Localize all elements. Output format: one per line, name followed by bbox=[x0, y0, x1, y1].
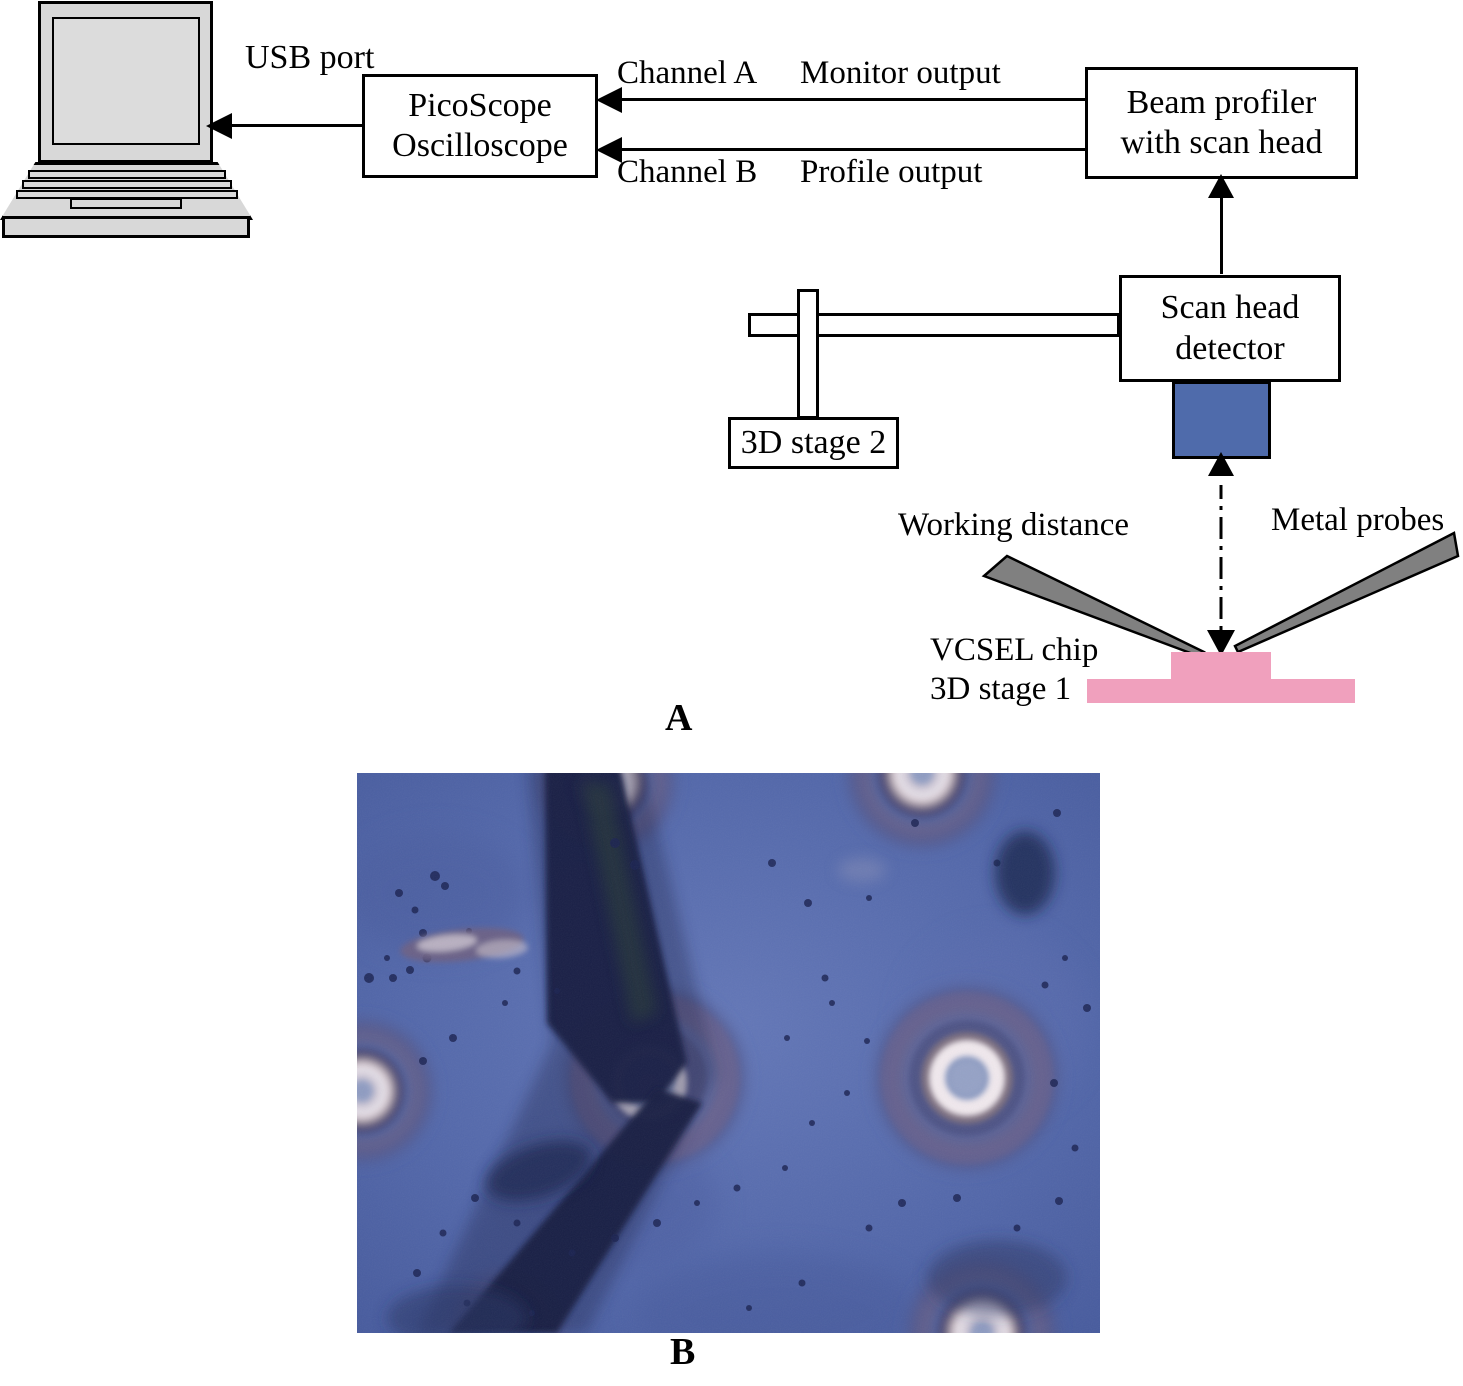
vcsel-chip-shape bbox=[1171, 652, 1271, 679]
channel-b-label: Channel B bbox=[617, 154, 758, 190]
channel-b-arrow-head-icon bbox=[596, 137, 622, 163]
picoscope-oscilloscope-box: PicoScope Oscilloscope bbox=[362, 74, 598, 178]
monitor-output-label: Monitor output bbox=[800, 55, 1001, 91]
vcsel-chip-label: VCSEL chip bbox=[930, 632, 1099, 668]
usb-arrow-head-icon bbox=[206, 113, 232, 139]
channel-a-label: Channel A bbox=[617, 55, 758, 91]
panel-b-letter: B bbox=[670, 1331, 696, 1373]
stage2-box: 3D stage 2 bbox=[728, 417, 899, 469]
stage1-shape bbox=[1087, 679, 1355, 703]
laptop-base-front bbox=[2, 216, 250, 238]
beam-up-arrow-head-icon bbox=[1208, 452, 1234, 476]
profile-output-label: Profile output bbox=[800, 154, 983, 190]
scan-head-detector-box: Scan head detector bbox=[1119, 275, 1341, 382]
stage2-vertical-post bbox=[797, 289, 819, 419]
beam-down-arrow-head-icon bbox=[1207, 630, 1235, 656]
channel-a-arrow-head-icon bbox=[596, 87, 622, 113]
microscope-image bbox=[357, 773, 1100, 1333]
panel-b: B bbox=[0, 740, 1463, 1386]
channel-a-signal-line bbox=[622, 98, 1087, 101]
laptop-computer bbox=[0, 0, 270, 245]
detector-sensor-block bbox=[1172, 381, 1271, 459]
working-distance-label: Working distance bbox=[898, 507, 1130, 543]
keyboard-row bbox=[22, 180, 232, 189]
panel-a-letter: A bbox=[665, 697, 693, 739]
laptop-lid bbox=[38, 1, 213, 163]
usb-connection-line bbox=[232, 124, 364, 127]
laptop-trackpad bbox=[70, 198, 182, 209]
beam-profiler-box: Beam profiler with scan head bbox=[1085, 67, 1358, 179]
stage1-label: 3D stage 1 bbox=[930, 671, 1072, 707]
usb-port-label: USB port bbox=[245, 39, 375, 76]
detector-to-profiler-arrow-head-icon bbox=[1208, 174, 1234, 198]
right-metal-probe bbox=[1233, 531, 1460, 654]
keyboard-row bbox=[28, 170, 226, 179]
microscope-image-content bbox=[357, 773, 1100, 1333]
panel-a: USB port PicoScope Oscilloscope Channel … bbox=[0, 0, 1460, 739]
detector-to-profiler-line bbox=[1220, 196, 1223, 274]
metal-probes-label: Metal probes bbox=[1271, 502, 1445, 538]
laptop-screen bbox=[52, 17, 200, 145]
channel-b-signal-line bbox=[622, 148, 1087, 151]
